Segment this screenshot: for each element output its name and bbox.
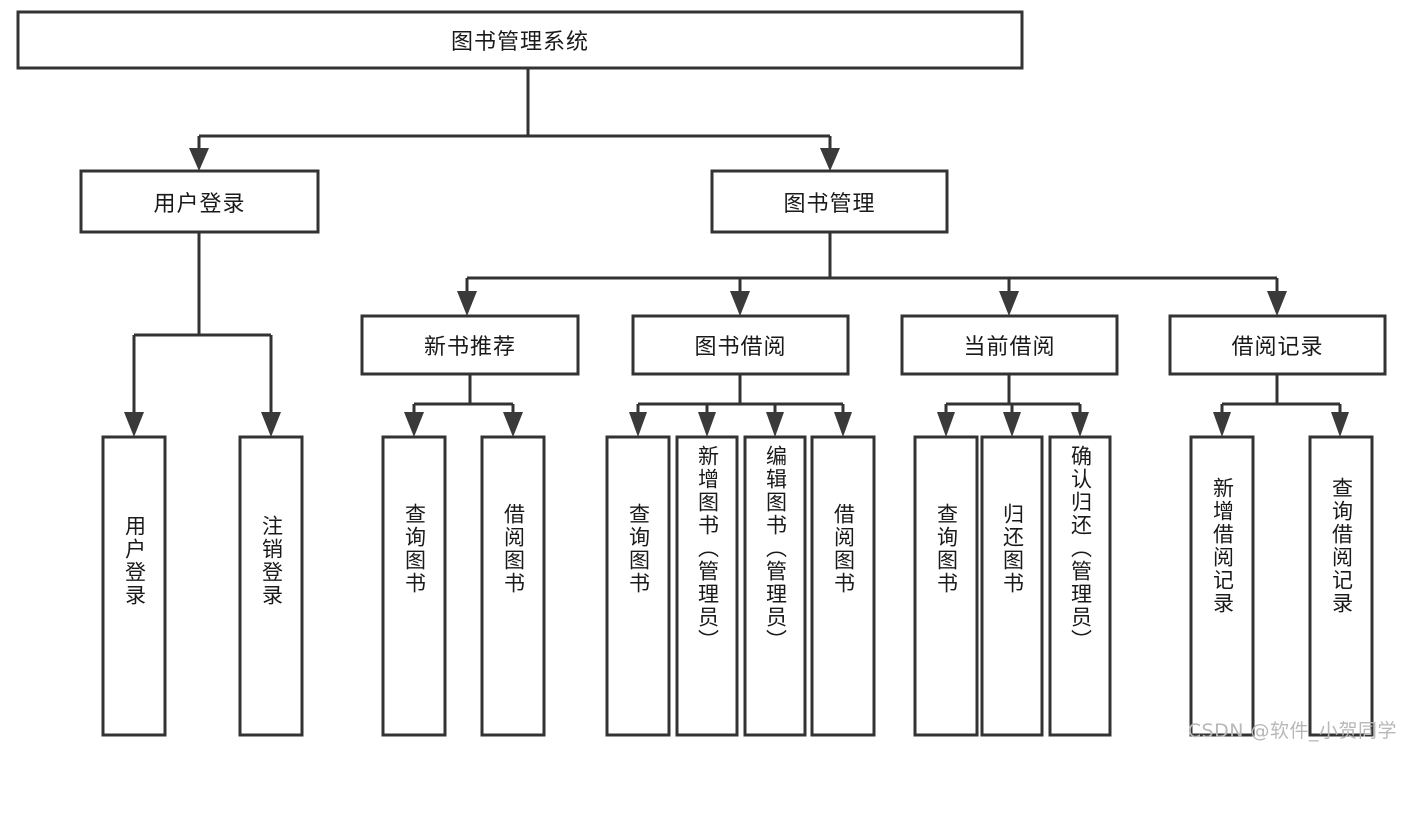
- node-leaf-query-book-3-box[interactable]: [913, 435, 979, 737]
- arrow-current-borrow-leaf2-icon: [1003, 412, 1021, 437]
- arrow-book-borrow-leaf4-icon: [834, 412, 852, 437]
- node-leaf-query-book-1-box[interactable]: [381, 435, 447, 737]
- system-structure-diagram: 图书管理系统 用户登录 图书管理 新书推荐 图书借阅 当前借阅 借阅记录 用户登…: [16, 10, 1397, 742]
- node-book-manage-box[interactable]: [710, 169, 949, 234]
- node-leaf-edit-book-box[interactable]: [743, 435, 807, 737]
- arrow-new-book-rec-leaf2-icon: [503, 412, 523, 437]
- arrow-user-login-to-leaf2-icon: [261, 412, 281, 437]
- node-leaf-query-record-box[interactable]: [1308, 435, 1374, 737]
- node-leaf-borrow-book-1-box[interactable]: [480, 435, 546, 737]
- node-leaf-add-book-box[interactable]: [675, 435, 739, 737]
- arrow-borrow-record-leaf1-icon: [1213, 412, 1231, 437]
- arrow-to-borrow-record-icon: [1267, 291, 1287, 316]
- node-leaf-add-record-box[interactable]: [1189, 435, 1255, 737]
- arrow-root-to-user-login-icon: [189, 148, 209, 171]
- diagram-canvas: [16, 10, 1387, 737]
- node-borrow-record-box[interactable]: [1168, 314, 1387, 376]
- arrow-to-book-borrow-icon: [730, 291, 750, 316]
- node-leaf-confirm-return-box[interactable]: [1048, 435, 1112, 737]
- node-leaf-return-book-box[interactable]: [980, 435, 1044, 737]
- arrow-current-borrow-leaf1-icon: [937, 412, 955, 437]
- node-leaf-user-login-box[interactable]: [101, 435, 167, 737]
- arrow-root-to-book-manage-icon: [820, 148, 840, 171]
- arrow-current-borrow-leaf3-icon: [1071, 412, 1089, 437]
- node-root-box[interactable]: [16, 10, 1024, 70]
- arrow-user-login-to-leaf1-icon: [124, 412, 144, 437]
- node-leaf-borrow-book-2-box[interactable]: [810, 435, 876, 737]
- node-user-login-box[interactable]: [79, 169, 320, 234]
- node-current-borrow-box[interactable]: [900, 314, 1119, 376]
- arrow-to-new-book-rec-icon: [457, 291, 477, 316]
- arrow-borrow-record-leaf2-icon: [1331, 412, 1349, 437]
- node-leaf-query-book-2-box[interactable]: [605, 435, 671, 737]
- arrow-book-borrow-leaf2-icon: [698, 412, 716, 437]
- arrow-book-borrow-leaf3-icon: [766, 412, 784, 437]
- arrow-book-borrow-leaf1-icon: [629, 412, 647, 437]
- node-leaf-logout-box[interactable]: [238, 435, 304, 737]
- node-book-borrow-box[interactable]: [631, 314, 850, 376]
- arrow-to-current-borrow-icon: [999, 291, 1019, 316]
- node-new-book-rec-box[interactable]: [360, 314, 580, 376]
- arrow-new-book-rec-leaf1-icon: [404, 412, 424, 437]
